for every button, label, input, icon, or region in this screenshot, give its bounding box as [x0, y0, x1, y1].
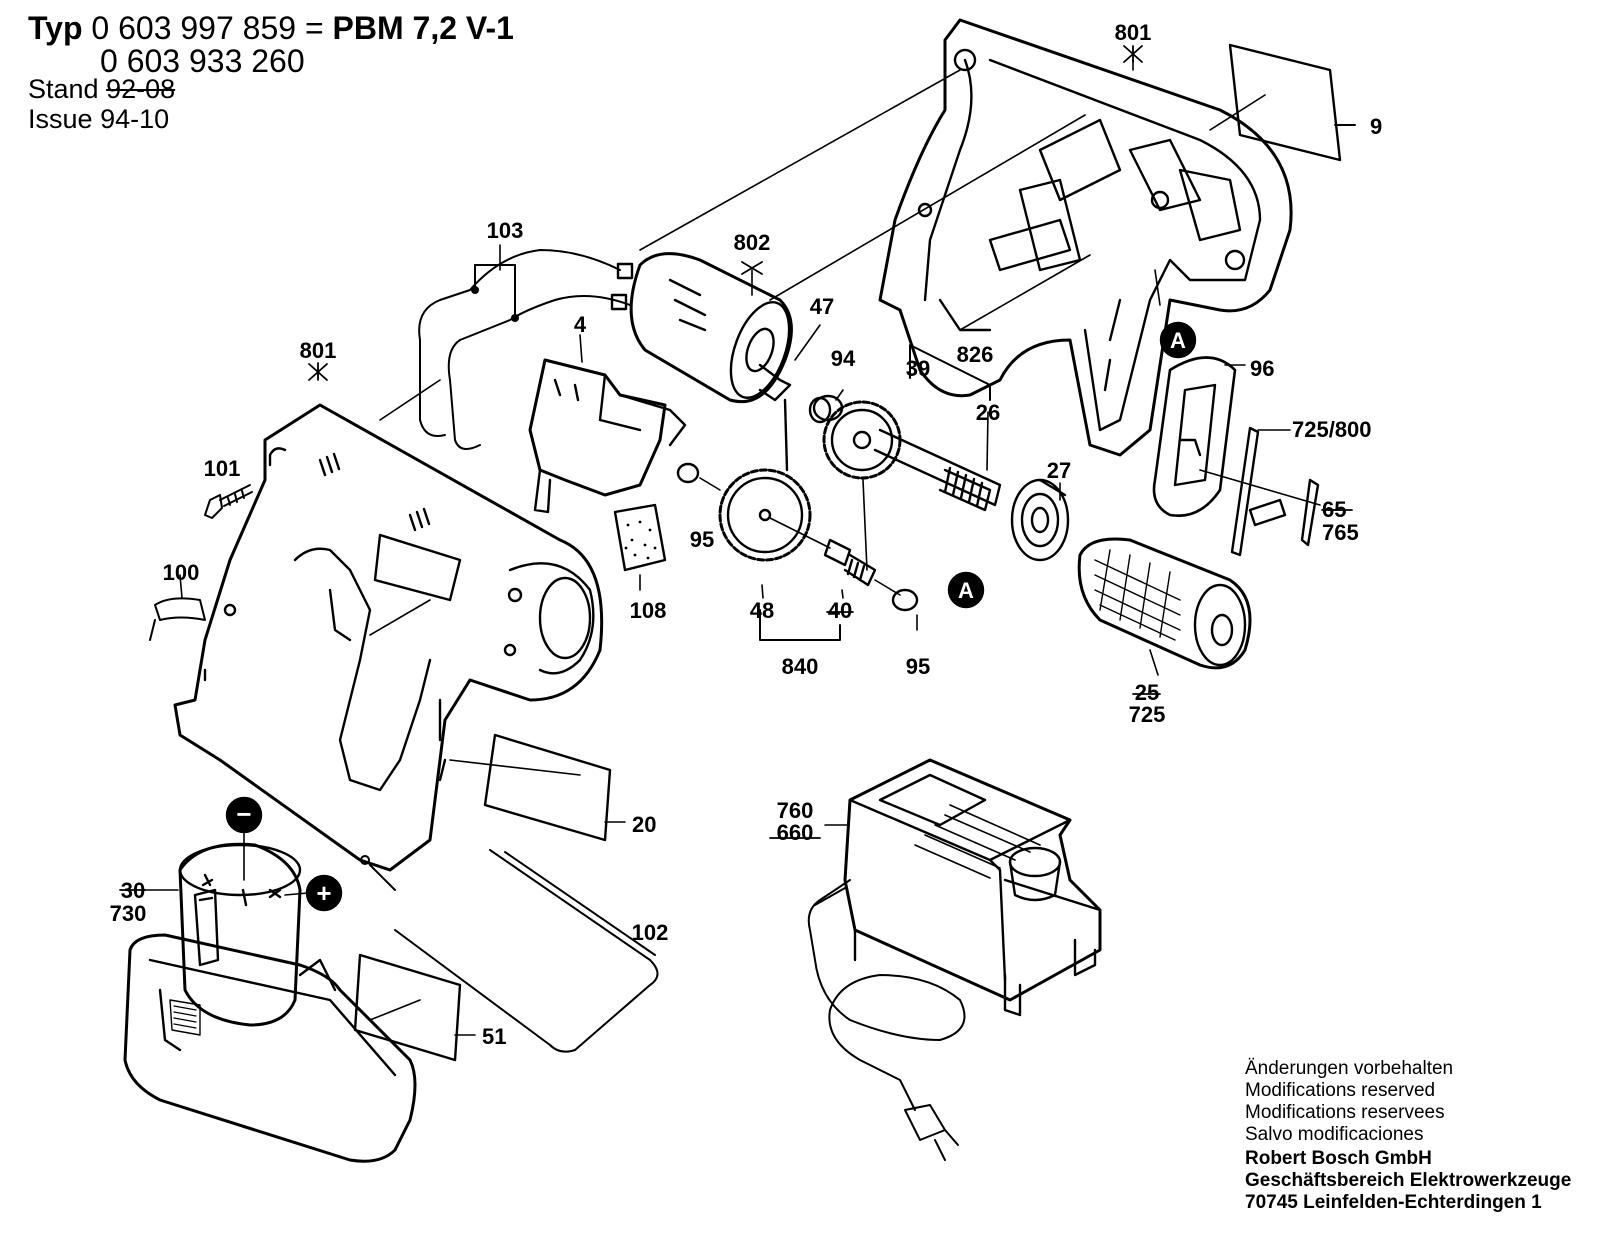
part-label-9: 9 — [1370, 114, 1382, 139]
part-label-102: 102 — [632, 920, 669, 945]
part-label-25: 25 — [1135, 680, 1159, 705]
part-label-760: 760 — [777, 798, 814, 823]
spindle-26 — [873, 428, 1002, 512]
power-cord — [807, 879, 966, 1161]
part-label-101: 101 — [204, 456, 241, 481]
note-modifications-es: Salvo modificaciones — [1245, 1124, 1424, 1145]
screw-101 — [204, 484, 253, 519]
polarity-minus-icon: − — [225, 796, 263, 834]
label-100 — [149, 574, 206, 641]
housing-half-left — [173, 403, 604, 872]
motor-802 — [610, 252, 793, 472]
issue-value: 94-10 — [100, 104, 170, 134]
part-label-725: 725 — [1129, 702, 1166, 727]
part-label-801-left: 801 — [300, 338, 337, 363]
note-modifications-fr: Modifications reservees — [1245, 1102, 1445, 1123]
company-division: Geschäftsbereich Elektrowerkzeuge — [1245, 1170, 1572, 1191]
bracket-840 — [759, 609, 841, 641]
part-label-94: 94 — [831, 346, 856, 371]
gear-48 — [718, 468, 831, 562]
part-label-730: 730 — [110, 901, 147, 926]
label-sheet-9 — [1228, 43, 1342, 162]
bracket-826 — [909, 344, 991, 401]
part-label-26: 26 — [976, 400, 1000, 425]
part-label-20: 20 — [632, 812, 656, 837]
part-label-801-top: 801 — [1115, 20, 1152, 45]
stand-label: Stand — [28, 74, 99, 104]
svg-text:−: − — [236, 799, 251, 829]
battery-base-730 — [123, 933, 417, 1163]
part-label-4: 4 — [574, 312, 587, 337]
ref-marker-a-lower: A — [947, 571, 985, 609]
part-label-39: 39 — [906, 356, 930, 381]
switch-4 — [528, 358, 687, 514]
ref-marker-a-upper: A — [1159, 321, 1197, 359]
part-label-95-upper: 95 — [690, 527, 714, 552]
brush-block-108 — [613, 503, 667, 572]
svg-text:A: A — [958, 578, 974, 603]
part-label-765: 765 — [1322, 520, 1359, 545]
label-20 — [449, 733, 626, 842]
part-label-725-800: 725/800 — [1292, 417, 1372, 442]
wire-102 — [360, 849, 659, 1053]
company-address: 70745 Leinfelden-Echterdingen 1 — [1245, 1192, 1542, 1213]
ball-bearing-27 — [1010, 478, 1070, 562]
battery-pack-30 — [178, 842, 302, 1027]
bit-holder-96 — [1152, 356, 1246, 518]
chuck-key-725-800 — [1199, 426, 1321, 557]
model-number-2: 0 603 933 260 — [100, 43, 305, 79]
part-label-65: 65 — [1322, 497, 1346, 522]
part-label-802: 802 — [734, 230, 771, 255]
part-label-660: 660 — [777, 820, 814, 845]
charger-760 — [824, 758, 1102, 1017]
note-modifications-de: Änderungen vorbehalten — [1245, 1058, 1454, 1079]
svg-text:A: A — [1170, 328, 1186, 353]
part-label-51: 51 — [482, 1024, 506, 1049]
header-line-1: Typ 0 603 997 859 = PBM 7,2 V-1 — [28, 10, 514, 46]
company-name: Robert Bosch GmbH — [1245, 1148, 1432, 1169]
svg-text:+: + — [316, 878, 331, 908]
label-51 — [353, 953, 476, 1062]
ball-95-upper — [676, 462, 700, 484]
part-label-96: 96 — [1250, 356, 1274, 381]
part-label-826: 826 — [957, 342, 994, 367]
part-label-840: 840 — [782, 654, 819, 679]
part-label-108: 108 — [630, 598, 667, 623]
polarity-plus-icon: + — [305, 874, 343, 912]
assembly-lines — [369, 69, 1161, 636]
pinion-40 — [823, 538, 901, 596]
wiring-103 — [418, 249, 631, 450]
housing-half-right — [878, 18, 1293, 457]
part-label-27: 27 — [1047, 458, 1071, 483]
strike-marks — [119, 45, 1353, 891]
ball-95-lower — [891, 588, 919, 612]
stand-line: Stand 92-08 — [28, 74, 175, 104]
typ-label: Typ — [28, 10, 83, 46]
part-label-40: 40 — [828, 598, 852, 623]
model-name: PBM 7,2 V-1 — [332, 10, 514, 46]
part-label-95-lower: 95 — [906, 654, 930, 679]
model-number-1: 0 603 997 859 — [91, 10, 297, 46]
part-label-47: 47 — [810, 294, 834, 319]
gear-39 — [822, 400, 902, 480]
part-label-103: 103 — [487, 218, 524, 243]
equals-sign: = — [304, 10, 324, 46]
stand-value: 92-08 — [106, 74, 176, 104]
part-label-48: 48 — [750, 598, 774, 623]
part-label-30: 30 — [121, 878, 145, 903]
part-label-100: 100 — [163, 560, 200, 585]
leader-lines — [499, 59, 1134, 631]
issue-label: Issue — [28, 104, 93, 134]
chuck-25 — [1077, 537, 1252, 676]
note-modifications-en: Modifications reserved — [1245, 1080, 1436, 1101]
issue-line: Issue 94-10 — [28, 104, 169, 134]
